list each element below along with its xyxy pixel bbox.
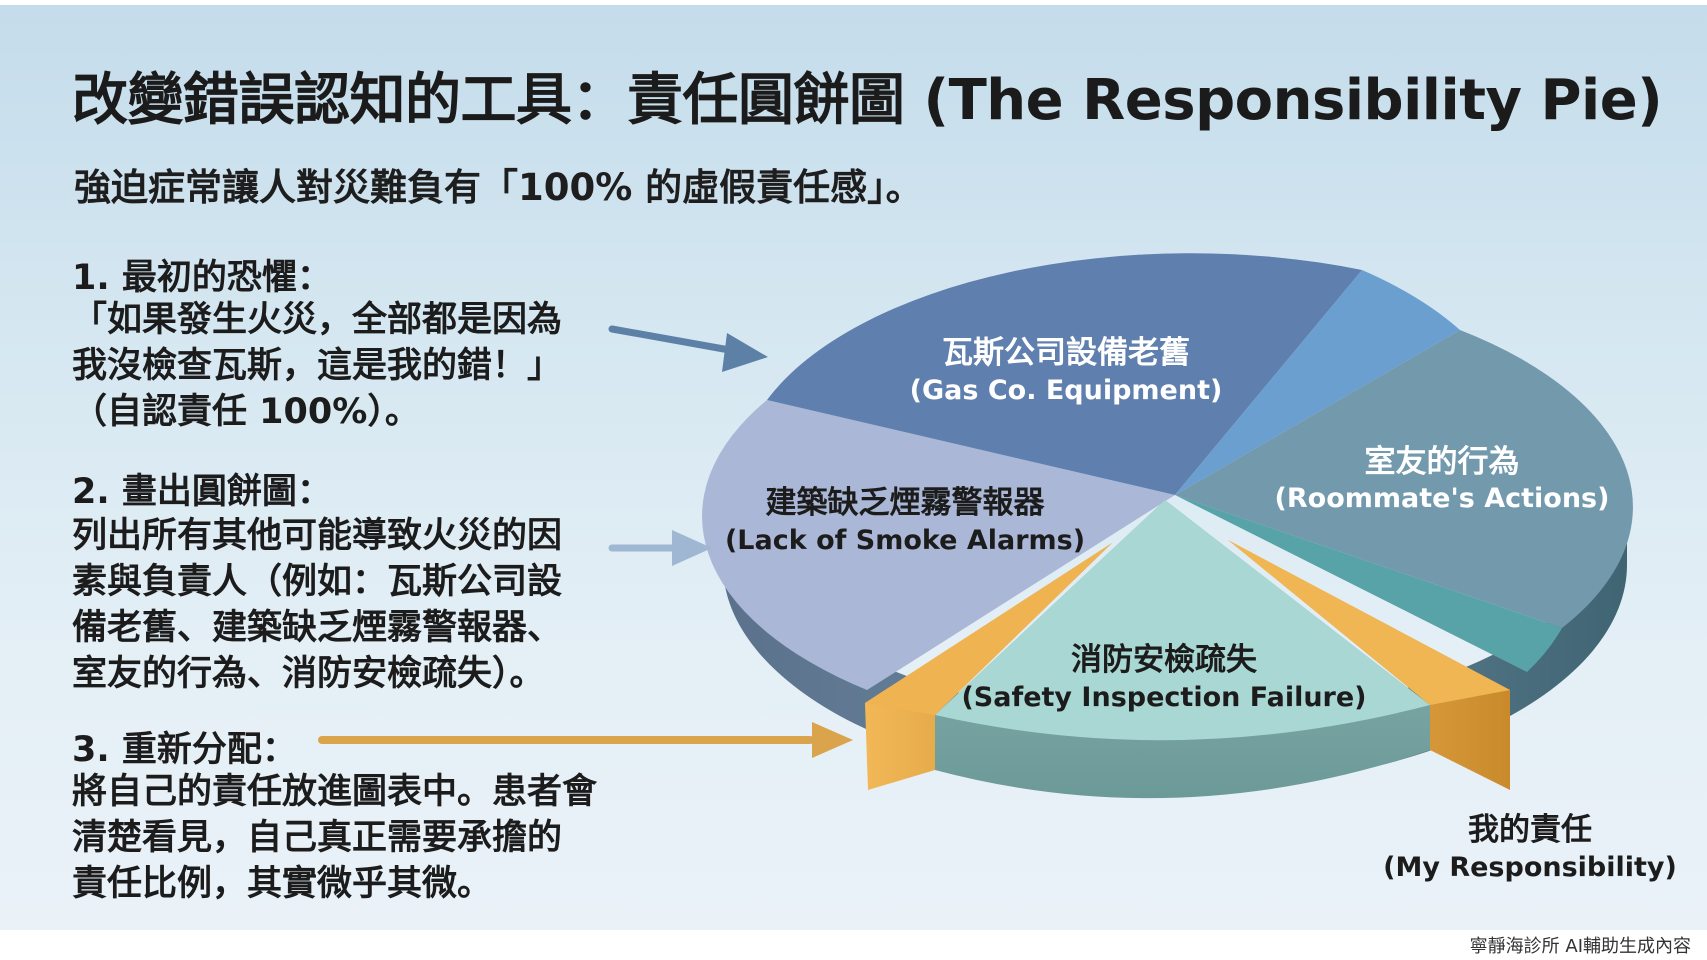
step-3-line: 將自己的責任放進圖表中。患者會 [72,772,598,812]
label-gas-company-en: (Gas Co. Equipment) [910,375,1223,406]
label-gas-company-zh: 瓦斯公司設備老舊 [942,335,1190,371]
arrow-step-3 [318,722,853,758]
arrow-step-2 [608,530,712,566]
label-building-en: (Lack of Smoke Alarms) [725,525,1085,556]
pie-slice-my-responsibility-right [1228,540,1510,790]
step-1-line: （自認責任 100%）。 [72,392,420,432]
step-3-line: 清楚看見，自己真正需要承擔的 [72,818,563,858]
pie-slice-teal-unlabeled [1175,495,1562,672]
pie-slice-safety-inspection-top [935,500,1430,741]
pie-slice-roommate [1175,330,1633,628]
step-2-heading: 2. 畫出圓餅圖： [72,472,332,512]
page-title: 改變錯誤認知的工具：責任圓餅圖 (The Responsibility Pie) [72,68,1663,133]
pie-slice-blue-unlabeled [1175,270,1460,495]
label-my-responsibility-en: (My Responsibility) [1383,852,1677,883]
step-1-heading: 1. 最初的恐懼： [72,258,332,298]
pie-slice-my-responsibility-right-top [1228,540,1510,705]
arrow-step-1 [608,325,768,372]
footer-credit: 寧靜海診所 AI輔助生成內容 [1469,936,1691,957]
step-2-line: 備老舊、建築缺乏煙霧警報器、 [72,608,563,648]
step-1-line: 我沒檢查瓦斯，這是我的錯！」 [72,346,563,386]
step-3-line: 責任比例，其實微乎其微。 [72,864,493,904]
step-2-line: 室友的行為、消防安檢疏失）。 [72,654,545,694]
label-my-responsibility-zh: 我的責任 [1468,812,1592,848]
label-roommate-en: (Roommate's Actions) [1275,483,1610,514]
footer-bar [0,930,1707,960]
step-1-line: 「如果發生火災，全部都是因為 [72,300,563,340]
label-safety-inspection-en: (Safety Inspection Failure) [961,682,1366,713]
pie-slice-gas-company [767,253,1362,495]
label-safety-inspection-zh: 消防安檢疏失 [1071,642,1258,678]
responsibility-pie-diagram: 瓦斯公司設備老舊 (Gas Co. Equipment) 室友的行為 (Room… [318,253,1677,883]
step-2-line: 素與負責人（例如：瓦斯公司設 [72,562,563,602]
step-2-line: 列出所有其他可能導致火災的因 [72,516,563,556]
pie-slice-my-responsibility-left-top [865,543,1112,715]
label-building-zh: 建築缺乏煙霧警報器 [766,485,1046,521]
page-subtitle: 強迫症常讓人對災難負有「100% 的虛假責任感」。 [74,166,923,209]
pie-slice-building [702,400,1175,690]
step-3-heading: 3. 重新分配： [72,730,297,770]
pie-slice-my-responsibility-left [865,543,1112,790]
label-roommate-zh: 室友的行為 [1365,444,1520,480]
